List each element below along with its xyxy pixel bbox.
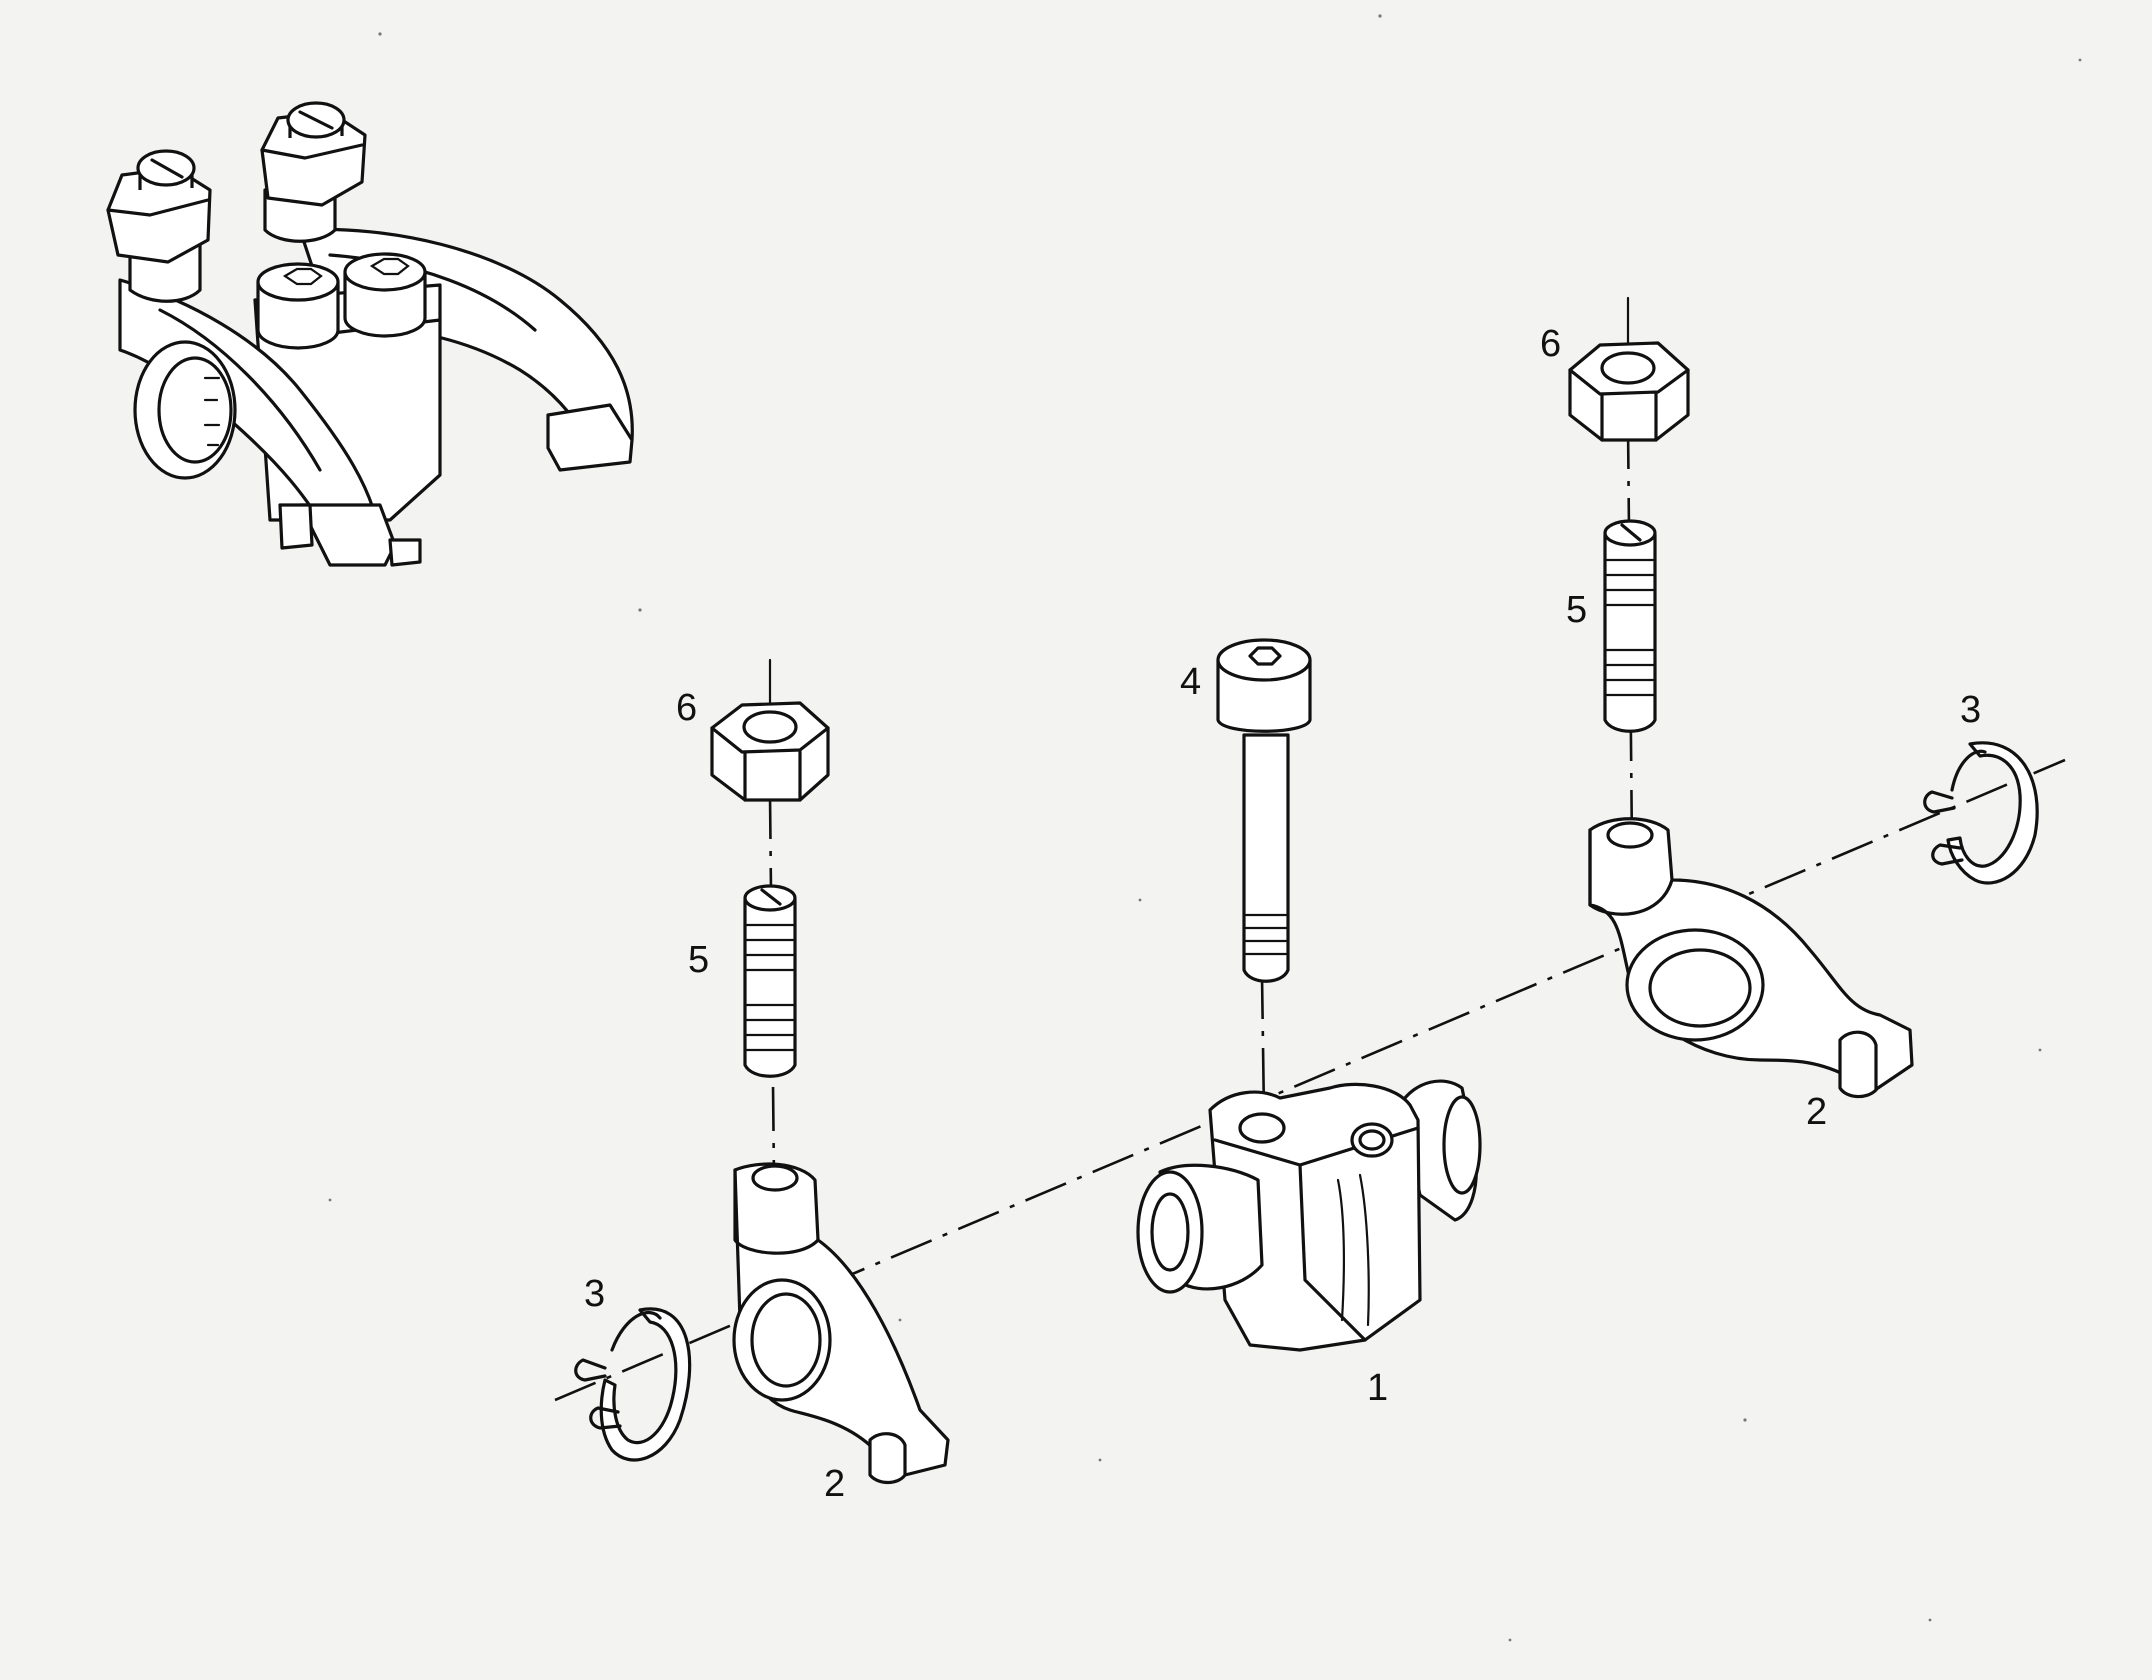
- callout-5-right: 5: [1566, 589, 1587, 631]
- callout-5-left: 5: [688, 939, 709, 981]
- part-5-screw-right: [1603, 519, 1657, 733]
- part-5-screw-left: [743, 884, 797, 1078]
- part-6-nut-right: [1568, 341, 1690, 442]
- part-2-rocker-left: [732, 1162, 950, 1485]
- axis-left-screw: [768, 794, 776, 1181]
- callout-3-right: 3: [1960, 689, 1981, 731]
- part-3-circlip-left: [574, 1307, 692, 1462]
- callout-1: 1: [1367, 1367, 1388, 1409]
- callout-2-right: 2: [1806, 1091, 1827, 1133]
- part-2-rocker-right: [1588, 817, 1914, 1099]
- callout-6-left: 6: [676, 687, 697, 729]
- assembled-rocker-view: [106, 101, 634, 567]
- part-1-bracket: [1136, 1079, 1482, 1352]
- part-6-nut-left: [710, 701, 830, 802]
- callout-6-right: 6: [1540, 323, 1561, 365]
- callouts: 1 2 2 3 3 4 5 5 6 6: [584, 323, 1981, 1505]
- part-3-circlip-right: [1923, 741, 2039, 885]
- callout-2-left: 2: [824, 1463, 845, 1505]
- shaft-axis: [554, 758, 2066, 1402]
- callout-3-left: 3: [584, 1273, 605, 1315]
- callout-4: 4: [1180, 661, 1201, 703]
- part-4-bolt: [1216, 638, 1312, 983]
- paper-specks: [328, 14, 2082, 1642]
